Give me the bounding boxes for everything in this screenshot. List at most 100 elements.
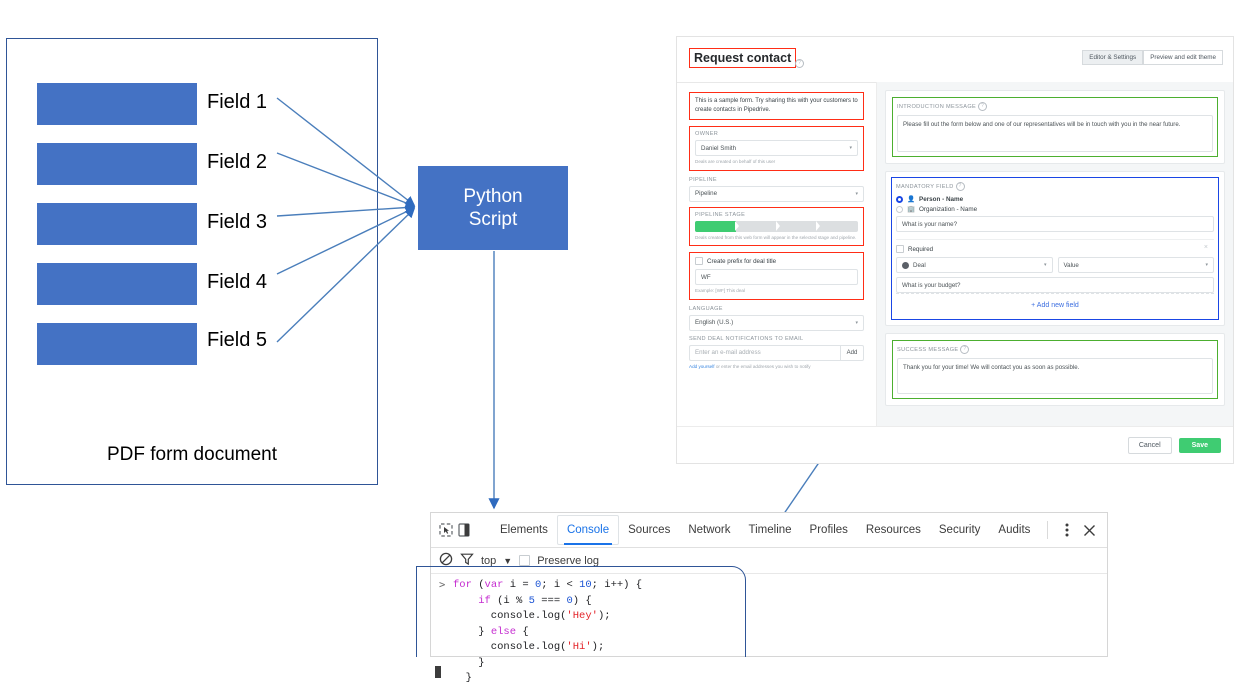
mandatory-field-card: MANDATORY FIELD ? 👤 Person - Name 🏢 Orga…	[885, 171, 1225, 326]
person-icon: 👤	[907, 196, 916, 203]
organization-option-label: Organization - Name	[919, 205, 978, 213]
mandatory-option-person[interactable]: 👤 Person - Name	[896, 195, 1214, 203]
deal-prefix-input[interactable]: WF	[695, 269, 858, 286]
preserve-log-checkbox[interactable]	[519, 555, 531, 566]
checkbox-icon[interactable]	[896, 245, 904, 253]
more-options-icon[interactable]	[1058, 522, 1075, 539]
notify-email-placeholder: Enter an e-mail address	[695, 349, 761, 357]
controls-divider	[1047, 521, 1049, 539]
pdf-field-label-3: Field 3	[207, 211, 268, 233]
notify-email-row: Enter an e-mail address Add	[689, 344, 864, 361]
pdf-field-box-2	[37, 143, 197, 185]
devtools-tabbar: Elements Console Sources Network Timelin…	[431, 513, 1107, 548]
success-message-label: SUCCESS MESSAGE ?	[897, 345, 1213, 354]
device-toolbar-icon[interactable]	[457, 522, 471, 539]
success-message-textarea[interactable]: Thank you for your time! We will contact…	[897, 358, 1213, 394]
chevron-down-icon: ▾	[1205, 262, 1208, 268]
sample-form-note: This is a sample form. Try sharing this …	[695, 98, 858, 113]
required-checkbox-row[interactable]: Required	[896, 245, 1214, 253]
tab-elements[interactable]: Elements	[500, 524, 548, 536]
tab-audits[interactable]: Audits	[998, 524, 1031, 536]
pdf-field-box-3	[37, 203, 197, 245]
pipeline-stage-highlight: PIPELINE STAGE Deals created from this w…	[689, 206, 864, 247]
radio-unselected-icon[interactable]	[896, 205, 903, 213]
chevron-down-icon: ▾	[1043, 262, 1047, 268]
editor-settings-button[interactable]: Editor & Settings	[1082, 50, 1144, 65]
add-yourself-link[interactable]: Add yourself	[689, 363, 715, 369]
chevron-down-icon[interactable]: ▼	[503, 555, 513, 566]
clear-console-icon[interactable]	[439, 552, 453, 569]
pipeline-value: Pipeline	[695, 190, 718, 198]
console-output[interactable]: > for (var i = 0; i < 10; i++) { if (i %…	[431, 574, 1107, 687]
notify-email-hint: Add yourself or enter the email addresse…	[689, 364, 864, 371]
introduction-message-highlight: INTRODUCTION MESSAGE ? Please fill out t…	[892, 97, 1218, 157]
tab-console[interactable]: Console	[556, 515, 620, 545]
create-prefix-checkbox-row[interactable]: Create prefix for deal title	[695, 257, 858, 266]
success-message-label-text: SUCCESS MESSAGE	[897, 346, 959, 353]
settings-column: This is a sample form. Try sharing this …	[677, 82, 877, 427]
tab-security[interactable]: Security	[938, 524, 981, 536]
add-email-button[interactable]: Add	[840, 344, 864, 361]
editor-body: This is a sample form. Try sharing this …	[677, 82, 1233, 427]
introduction-message-textarea[interactable]: Please fill out the form below and one o…	[897, 115, 1213, 152]
radio-selected-icon[interactable]	[896, 195, 903, 203]
name-question-input[interactable]: What is your name?	[896, 216, 1214, 232]
title-help-icon[interactable]: ?	[795, 55, 804, 73]
console-code-block[interactable]: for (var i = 0; i < 10; i++) { if (i % 5…	[453, 579, 643, 685]
tab-profiles[interactable]: Profiles	[809, 524, 848, 536]
budget-question-input[interactable]: What is your budget?	[896, 277, 1214, 293]
cancel-button[interactable]: Cancel	[1127, 436, 1172, 454]
chevron-down-icon: ▾	[855, 190, 858, 197]
deal-entity-select[interactable]: Deal ▾	[896, 257, 1053, 273]
pdf-field-box-1	[37, 83, 197, 125]
deal-attribute-select[interactable]: Value ▾	[1057, 257, 1214, 273]
owner-select[interactable]: Daniel Smith ▾	[695, 140, 858, 156]
success-message-highlight: SUCCESS MESSAGE ? Thank you for your tim…	[892, 340, 1218, 399]
mandatory-option-organization[interactable]: 🏢 Organization - Name	[896, 205, 1214, 213]
pdf-field-label-1: Field 1	[207, 91, 268, 113]
stage-segment-2[interactable]	[736, 220, 780, 232]
owner-label: OWNER	[695, 131, 719, 137]
editor-header: Request contact ? Editor & Settings Prev…	[677, 37, 1233, 83]
pdf-field-box-4	[37, 263, 197, 305]
help-icon[interactable]: ?	[978, 102, 988, 111]
stage-segment-4[interactable]	[817, 221, 858, 232]
tab-resources[interactable]: Resources	[865, 524, 921, 536]
filter-icon[interactable]	[460, 552, 474, 569]
console-context-value[interactable]: top	[481, 554, 497, 567]
save-button[interactable]: Save	[1178, 437, 1221, 453]
pipeline-stage-selector[interactable]	[695, 220, 858, 232]
tab-sources[interactable]: Sources	[628, 524, 671, 536]
preview-edit-theme-button[interactable]: Preview and edit theme	[1143, 50, 1223, 65]
budget-question-text: What is your budget?	[902, 281, 961, 289]
pdf-field-label-4: Field 4	[207, 271, 268, 293]
tab-network[interactable]: Network	[688, 524, 731, 536]
devtools-window-controls	[1039, 521, 1102, 539]
help-icon[interactable]: ?	[955, 182, 965, 191]
deal-select-value: Deal	[913, 261, 926, 269]
add-new-field-button[interactable]: + Add new field	[896, 293, 1214, 315]
editor-footer: Cancel Save	[677, 426, 1233, 463]
language-select[interactable]: English (U.S.) ▾	[689, 314, 864, 331]
stage-segment-1[interactable]	[695, 220, 739, 232]
notify-hint-rest: or enter the email addresses you wish to…	[714, 363, 811, 369]
pipeline-select[interactable]: Pipeline ▾	[689, 185, 864, 202]
python-script-line-2: Script	[468, 209, 518, 230]
notify-email-input[interactable]: Enter an e-mail address	[689, 344, 840, 361]
pdf-document-caption: PDF form document	[107, 444, 277, 465]
help-icon[interactable]: ?	[960, 345, 970, 354]
language-group: LANGUAGE English (U.S.) ▾	[689, 306, 864, 331]
stage-segment-3[interactable]	[777, 220, 820, 232]
close-icon[interactable]	[1081, 522, 1098, 539]
python-script-line-1: Python	[463, 185, 523, 207]
preserve-log-label: Preserve log	[537, 554, 599, 567]
required-label: Required	[908, 245, 934, 253]
mandatory-field-label-text: MANDATORY FIELD	[896, 183, 954, 190]
remove-field-icon[interactable]: ×	[1203, 244, 1208, 251]
console-filter-bar: top ▼ Preserve log	[431, 548, 1107, 574]
tab-timeline[interactable]: Timeline	[748, 524, 792, 536]
owner-value: Daniel Smith	[701, 144, 737, 152]
checkbox-icon[interactable]	[695, 257, 703, 266]
inspect-element-icon[interactable]	[439, 522, 453, 539]
chevron-down-icon: ▾	[849, 145, 852, 151]
